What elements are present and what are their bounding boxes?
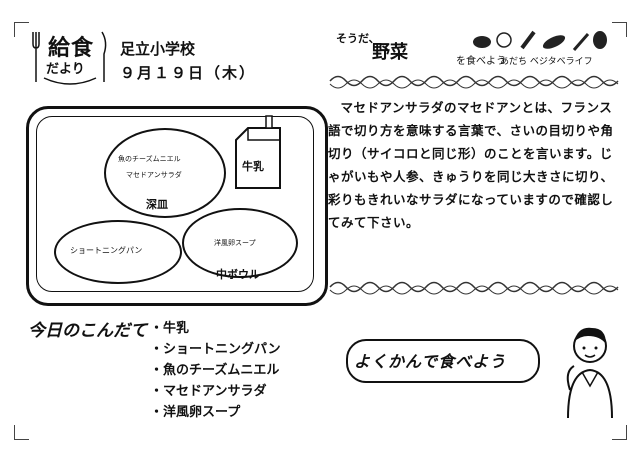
menu-item: 牛乳: [150, 318, 281, 339]
chu-bowl-item: 洋風卵スープ: [214, 239, 256, 247]
bread-item: ショートニングパン: [70, 246, 143, 255]
menu-item: 魚のチーズムニエル: [150, 360, 281, 381]
vegetable-border-top: [329, 75, 619, 89]
milk-carton-icon: [235, 115, 281, 189]
menu-item: マセドアンサラダ: [150, 381, 281, 402]
menu-date: ９月１９日（木）: [120, 64, 257, 82]
fukazara-item: 魚のチーズムニエル: [118, 155, 181, 163]
crop-mark-top-right: [612, 22, 627, 37]
vegetable-heading-prefix: そうだ、: [336, 32, 380, 45]
kondate-title: 今日のこんだて: [28, 321, 147, 341]
lunch-tray: [26, 106, 328, 306]
chu-bowl-label: 中ボウル: [216, 268, 260, 281]
newsletter-title: 給食: [48, 36, 95, 61]
menu-item: ショートニングパン: [150, 339, 281, 360]
chew-well-text: よくかんで食べよう: [354, 352, 507, 371]
chew-well-banner: [346, 339, 540, 383]
nutritionist-illustration: [566, 327, 613, 419]
bread-plate: [54, 220, 182, 284]
lunch-tray-inner: [36, 116, 314, 292]
crop-mark-bottom-left: [14, 425, 29, 440]
vegetable-heading-suffix: を食べよう: [456, 56, 506, 67]
chu-bowl: [182, 208, 298, 278]
vegetable-brand: あだち ベジタベライフ: [500, 57, 593, 67]
menu-list: 牛乳 ショートニングパン 魚のチーズムニエル マセドアンサラダ 洋風卵スープ: [150, 318, 281, 423]
school-name: 足立小学校: [120, 40, 196, 58]
vegetables-icon: [473, 30, 607, 51]
fukazara-item: マセドアンサラダ: [126, 171, 182, 179]
crop-mark-bottom-right: [612, 425, 627, 440]
newsletter-subtitle: だより: [46, 62, 85, 77]
menu-item: 洋風卵スープ: [150, 402, 281, 423]
fukazara-dish: [104, 128, 226, 218]
article-text: マセドアンサラダのマセドアンとは、フランス語で切り方を意味する言葉で、さいの目切…: [328, 100, 614, 230]
cutlery-plate-icon: [32, 31, 107, 85]
milk-label: 牛乳: [242, 160, 264, 173]
vegetable-border-bottom: [329, 281, 619, 295]
fukazara-label: 深皿: [146, 198, 168, 211]
vegetable-heading: 野菜: [372, 42, 408, 63]
crop-mark-top-left: [14, 22, 29, 37]
